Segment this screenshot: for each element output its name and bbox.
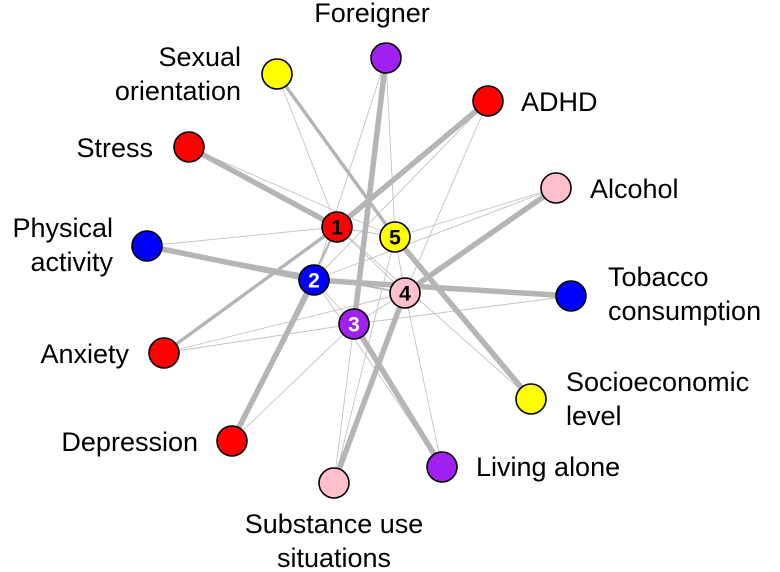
node-label-sexual: Sexual orientation	[115, 42, 241, 106]
node-living-alone	[426, 451, 458, 483]
node-label-living-alone: Living alone	[476, 452, 620, 482]
node-label-stress: Stress	[76, 133, 153, 163]
edge-physical-c4	[146, 245, 406, 294]
edge-substance-c4	[331, 290, 408, 486]
node-label-line: activity	[30, 247, 113, 277]
node-label-line: Sexual	[158, 42, 241, 72]
cluster-4: 4	[389, 277, 421, 309]
edge-depression-c3	[231, 323, 355, 442]
edge-adhd-c1	[334, 98, 491, 230]
node-adhd	[472, 85, 504, 117]
cluster-number: 2	[308, 270, 320, 293]
node-foreigner	[370, 42, 402, 74]
node-label-line: Tobacco	[608, 262, 709, 292]
cluster-number: 3	[348, 314, 360, 337]
edge-foreigner-c3	[351, 55, 389, 327]
node-label-line: Substance use	[245, 509, 424, 539]
edge-living_alone-c4	[404, 292, 443, 468]
cluster-3: 3	[338, 308, 370, 340]
edge-living_alone-c2	[313, 279, 443, 468]
edge-adhd-c2	[313, 100, 489, 281]
cluster-2: 2	[298, 264, 330, 296]
edge-sexual-c5	[275, 72, 397, 239]
edge-physical-c1	[146, 226, 338, 247]
edge-socioeconomic-c5	[392, 234, 534, 402]
cluster-circle	[338, 308, 370, 340]
cluster-layer: 1 2 3 4 5	[298, 211, 421, 340]
node-label-line: situations	[277, 543, 391, 572]
edge-depression-c2	[229, 277, 317, 444]
node-layer	[131, 42, 587, 499]
edge-adhd-c4	[404, 100, 489, 294]
node-label-line: orientation	[115, 76, 241, 106]
cluster-number: 1	[331, 217, 343, 240]
node-label-line: Foreigner	[314, 0, 430, 28]
node-stress	[173, 131, 205, 163]
edge-tobacco-c3	[353, 295, 572, 325]
edge-alcohol-c2	[313, 187, 557, 281]
edge-anxiety-c1	[162, 225, 339, 355]
edge-anxiety-c4	[163, 292, 406, 354]
node-physical	[131, 230, 163, 262]
cluster-circle	[389, 277, 421, 309]
node-socioeconomic	[515, 383, 547, 415]
edge-alcohol-c5	[394, 187, 557, 238]
node-anxiety	[148, 337, 180, 369]
node-alcohol	[540, 172, 572, 204]
node-label-line: level	[566, 401, 622, 431]
edge-living_alone-c3	[351, 321, 445, 470]
node-label-line: Socioeconomic	[566, 367, 749, 397]
edge-stress-c5	[188, 146, 396, 238]
node-label-socioeconomic: Socioeconomic level	[566, 367, 749, 431]
node-label-line: Physical	[12, 213, 113, 243]
node-label-line: Stress	[76, 133, 153, 163]
edge-substance-c5	[333, 236, 396, 484]
node-sexual	[261, 58, 293, 90]
node-tobacco	[555, 280, 587, 312]
node-label-line: consumption	[608, 296, 761, 326]
node-label-physical: Physical activity	[12, 213, 113, 277]
cluster-circle	[321, 211, 353, 243]
node-label-line: Depression	[61, 427, 198, 457]
edge-layer	[144, 55, 574, 486]
edge-foreigner-c2	[313, 57, 387, 281]
edge-foreigner-c5	[385, 57, 396, 238]
edge-stress-c1	[186, 144, 340, 230]
node-label-line: Anxiety	[40, 339, 129, 369]
edge-sexual-c1	[276, 73, 338, 228]
cluster-circle	[379, 221, 411, 253]
node-label-depression: Depression	[61, 427, 198, 457]
cluster-circle	[298, 264, 330, 296]
node-label-line: ADHD	[521, 87, 598, 117]
edge-substance-c3	[333, 323, 355, 484]
node-label-tobacco: Tobacco consumption	[608, 262, 761, 326]
node-label-line: Living alone	[476, 452, 620, 482]
node-label-substance: Substance use situations	[245, 509, 424, 572]
node-label-anxiety: Anxiety	[40, 339, 129, 369]
node-label-foreigner: Foreigner	[314, 0, 430, 28]
cluster-number: 4	[399, 283, 411, 306]
node-label-alcohol: Alcohol	[590, 174, 679, 204]
cluster-5: 5	[379, 221, 411, 253]
cluster-1: 1	[321, 211, 353, 243]
node-substance	[318, 467, 350, 499]
node-label-line: Alcohol	[590, 174, 679, 204]
node-label-adhd: ADHD	[521, 87, 598, 117]
cluster-number: 5	[389, 227, 401, 250]
node-depression	[216, 425, 248, 457]
edge-socioeconomic-c1	[336, 226, 532, 400]
edge-anxiety-c3	[163, 323, 355, 354]
